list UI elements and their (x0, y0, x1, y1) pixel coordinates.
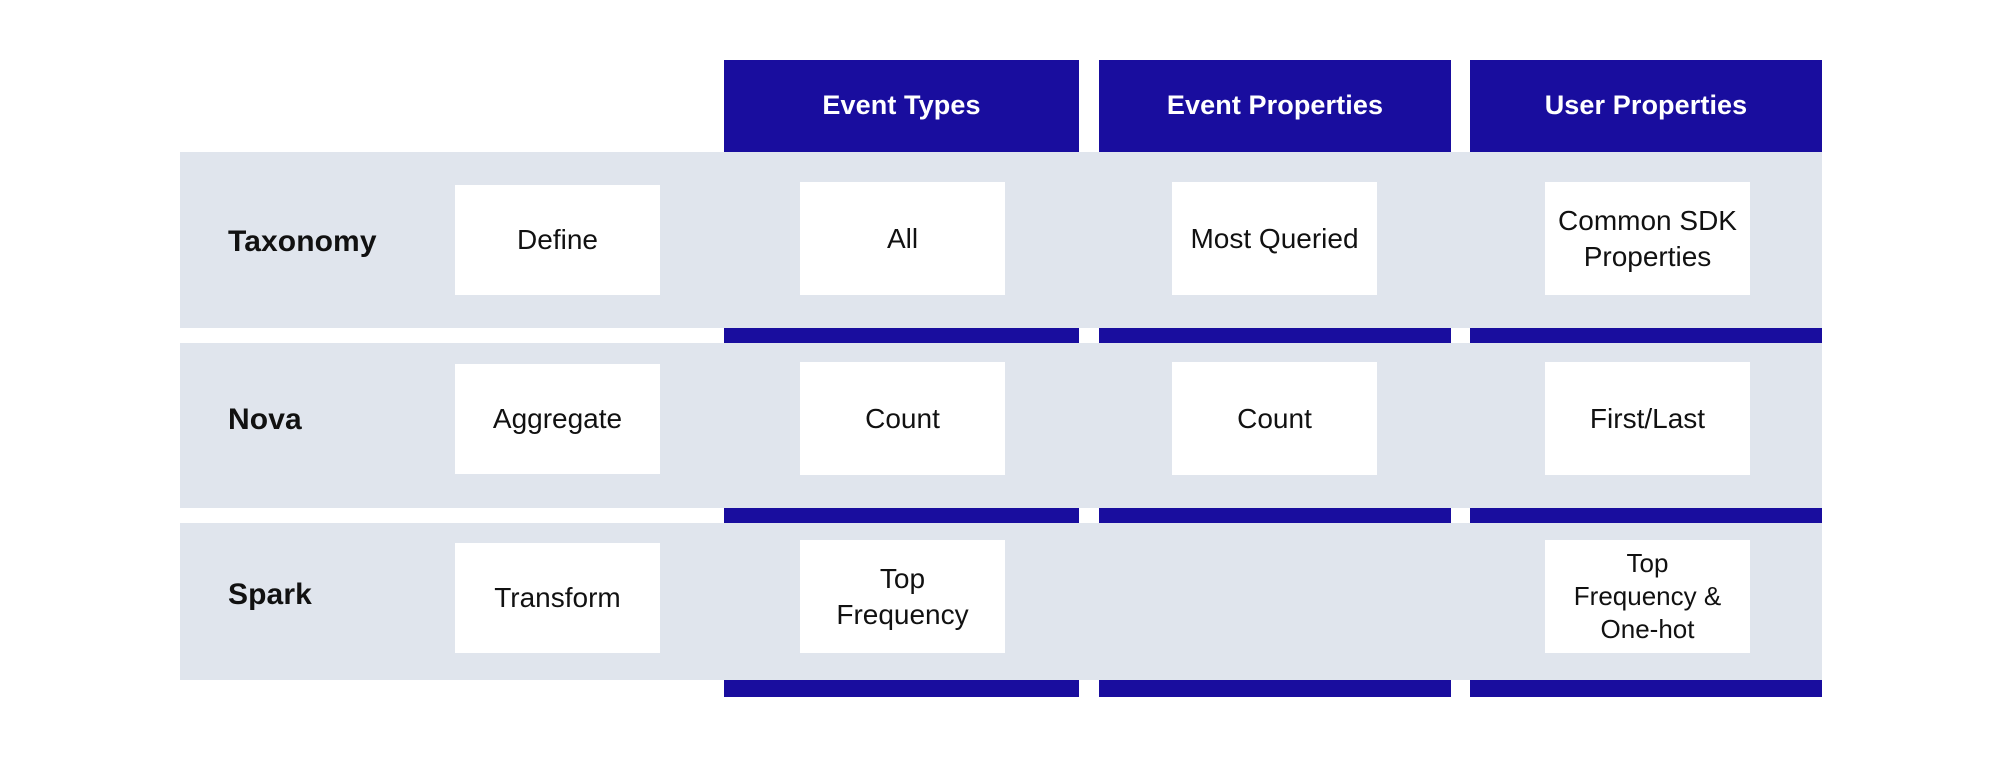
cell-nova-event-types: Count (800, 362, 1005, 475)
row-underline-taxonomy-user-properties (1470, 328, 1822, 345)
row-title-spark: Spark (228, 578, 312, 611)
cell-nova-user-properties: First/Last (1545, 362, 1750, 475)
cell-label: Top Frequency (826, 561, 978, 633)
cell-spark-action: Transform (455, 543, 660, 653)
cell-taxonomy-action: Define (455, 185, 660, 295)
row-underline-spark-event-types (724, 680, 1079, 697)
column-header-event-types: Event Types (724, 60, 1079, 152)
cell-nova-action: Aggregate (455, 364, 660, 474)
cell-line: Properties (1583, 240, 1712, 272)
cell-line: Common SDK (1558, 204, 1737, 236)
cell-line: Top (1626, 547, 1669, 578)
cell-line: First/Last (1589, 402, 1706, 434)
cell-spark-event-types: Top Frequency (800, 540, 1005, 653)
cell-label: First/Last (1580, 401, 1715, 437)
column-header-user-properties: User Properties (1470, 60, 1822, 152)
row-underline-nova-event-types (724, 508, 1079, 525)
row-title-nova: Nova (228, 403, 302, 436)
cell-taxonomy-event-properties: Most Queried (1172, 182, 1377, 295)
cell-line: Frequency (836, 598, 969, 630)
row-underline-nova-event-properties (1099, 508, 1451, 525)
cell-line: Most Queried (1190, 222, 1359, 254)
cell-line: Frequency & (1573, 580, 1722, 611)
cell-label: Common SDK Properties (1548, 203, 1747, 275)
cell-line: All (886, 222, 919, 254)
cell-line: Count (1237, 402, 1312, 434)
cell-label: All (877, 221, 928, 257)
column-header-label: User Properties (1544, 90, 1748, 121)
cell-nova-event-properties: Count (1172, 362, 1377, 475)
cell-taxonomy-event-types: All (800, 182, 1005, 295)
column-header-label: Event Types (822, 90, 981, 121)
cell-label: Count (855, 401, 950, 437)
row-title-taxonomy: Taxonomy (228, 225, 377, 258)
row-underline-spark-event-properties (1099, 680, 1451, 697)
row-underline-nova-user-properties (1470, 508, 1822, 525)
cell-label: Count (1227, 401, 1322, 437)
row-underline-taxonomy-event-properties (1099, 328, 1451, 345)
cell-taxonomy-user-properties: Common SDK Properties (1545, 182, 1750, 295)
cell-label: Top Frequency & One-hot (1564, 547, 1731, 647)
cell-label: Aggregate (492, 403, 623, 435)
cell-line: Count (865, 402, 940, 434)
cell-label: Most Queried (1180, 221, 1368, 257)
row-underline-taxonomy-event-types (724, 328, 1079, 345)
cell-line: One-hot (1600, 614, 1695, 645)
cell-label: Transform (494, 582, 621, 614)
cell-spark-user-properties: Top Frequency & One-hot (1545, 540, 1750, 653)
column-header-label: Event Properties (1166, 90, 1384, 121)
column-header-event-properties: Event Properties (1099, 60, 1451, 152)
row-underline-spark-user-properties (1470, 680, 1822, 697)
cell-line: Top (879, 562, 926, 594)
cell-label: Define (517, 224, 598, 256)
